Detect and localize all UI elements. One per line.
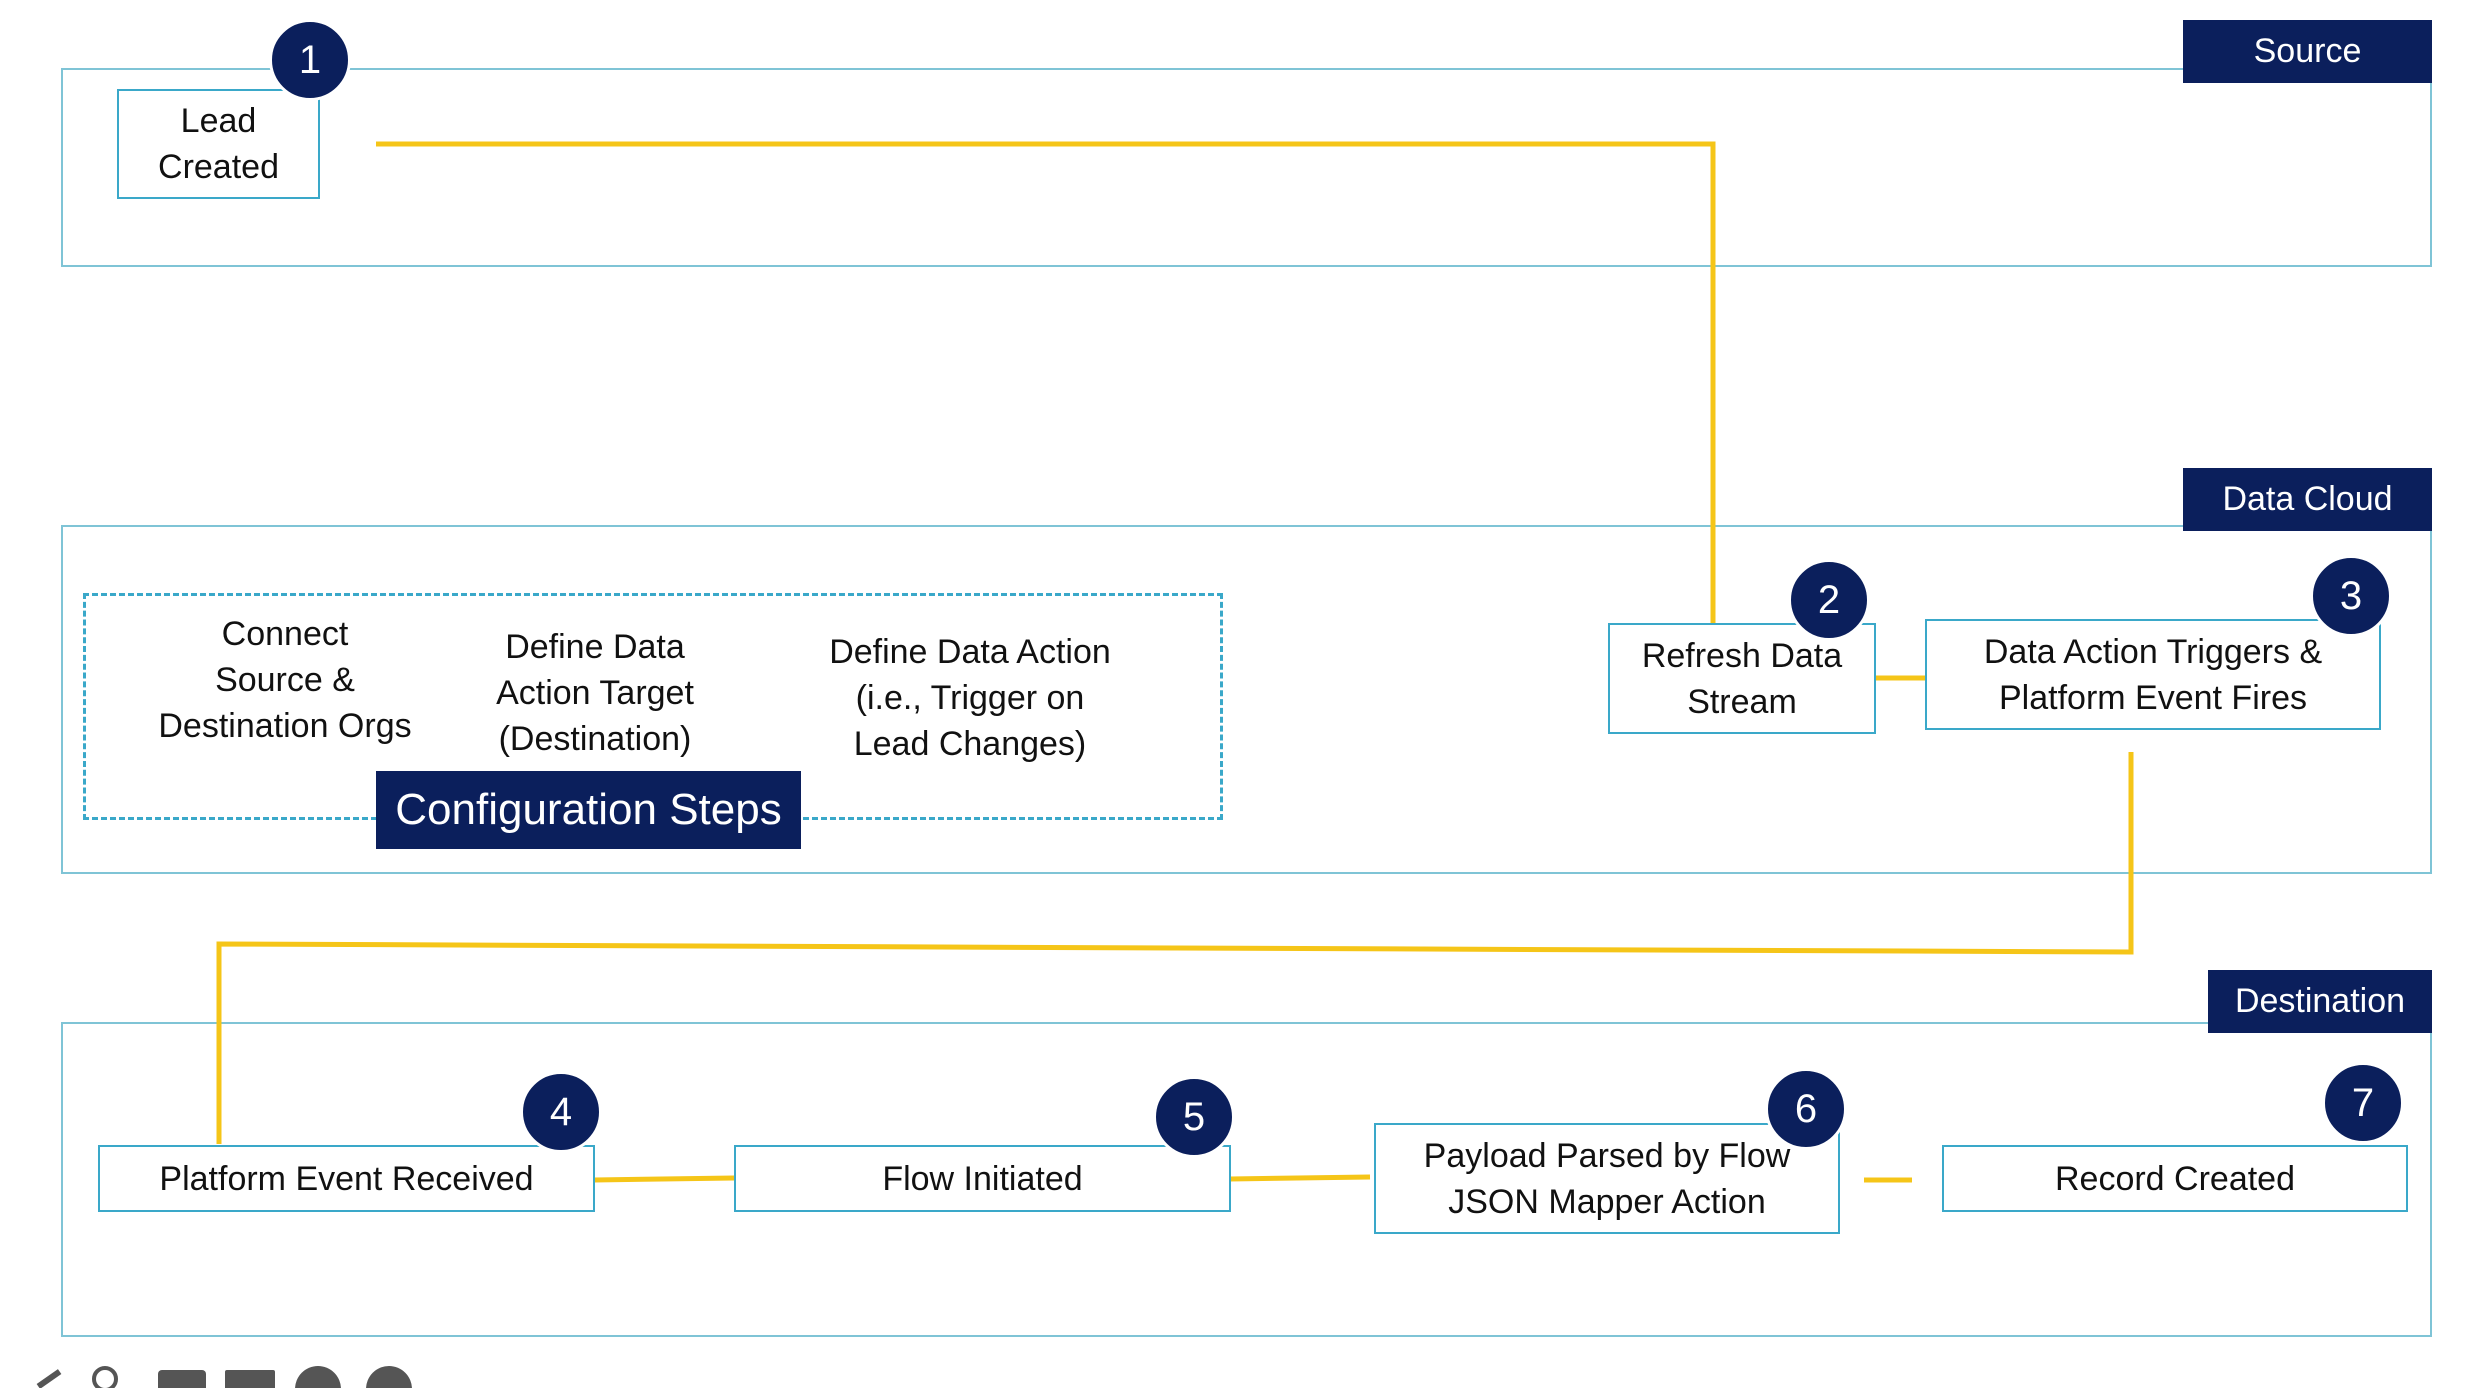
viewer-toolbar (20, 1362, 440, 1388)
connector-event-to-flow (593, 1175, 735, 1183)
connector-flow-to-payload (1229, 1174, 1371, 1182)
step-badge-5: 5 (1153, 1076, 1235, 1158)
next-icon[interactable] (366, 1366, 412, 1388)
data-action-triggers-node: Data Action Triggers & Platform Event Fi… (1925, 619, 2381, 730)
refresh-data-stream-node: Refresh Data Stream (1608, 623, 1876, 734)
search-icon[interactable] (92, 1366, 118, 1388)
step-badge-2: 2 (1788, 559, 1870, 641)
step-badge-4: 4 (520, 1071, 602, 1153)
lead-created-node: Lead Created (117, 89, 320, 199)
image-icon[interactable] (158, 1370, 206, 1388)
step-badge-1: 1 (269, 19, 351, 101)
connector-triggers-to-platform-event (216, 752, 2134, 1144)
connector-lead-to-refresh (376, 141, 1716, 624)
step-badge-3: 3 (2310, 555, 2392, 637)
pencil-icon[interactable] (36, 1369, 62, 1388)
destination-panel-label: Destination (2208, 970, 2432, 1033)
configuration-steps-label: Configuration Steps (376, 771, 801, 849)
step-badge-7: 7 (2322, 1062, 2404, 1144)
circle-icon[interactable] (295, 1366, 341, 1388)
source-panel (61, 68, 2432, 267)
mail-icon[interactable] (225, 1370, 275, 1388)
source-panel-label: Source (2183, 20, 2432, 83)
record-created-node: Record Created (1942, 1145, 2408, 1212)
config-step-define-action: Define Data Action (i.e., Trigger on Lea… (829, 633, 1111, 763)
config-step-connect-orgs: Connect Source & Destination Orgs (158, 615, 412, 745)
platform-event-received-node: Platform Event Received (98, 1145, 595, 1212)
flow-initiated-node: Flow Initiated (734, 1145, 1231, 1212)
payload-parsed-node: Payload Parsed by Flow JSON Mapper Actio… (1374, 1123, 1840, 1234)
step-badge-6: 6 (1765, 1068, 1847, 1150)
config-step-define-target: Define Data Action Target (Destination) (496, 628, 694, 758)
data-cloud-panel-label: Data Cloud (2183, 468, 2432, 531)
